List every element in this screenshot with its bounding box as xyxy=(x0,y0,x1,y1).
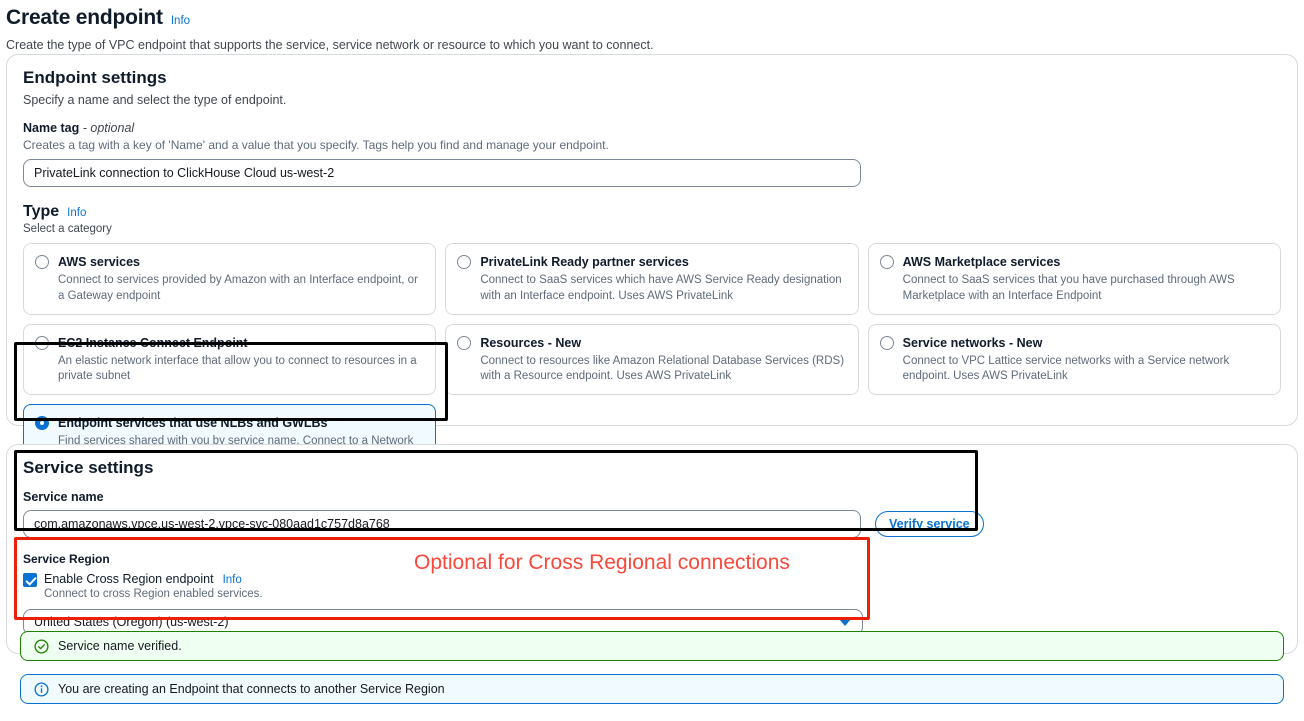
enable-cross-region-info-link[interactable]: Info xyxy=(223,574,242,586)
radio-icon[interactable] xyxy=(35,255,49,269)
enable-cross-region-checkbox-row[interactable]: Enable Cross Region endpoint Info Connec… xyxy=(23,572,863,600)
type-info-link[interactable]: Info xyxy=(67,207,86,219)
alert-text: Service name verified. xyxy=(58,639,182,653)
alert-service-name-verified: Service name verified. xyxy=(20,631,1284,661)
type-heading-row: Type Info xyxy=(23,203,1281,221)
service-settings-title: Service settings xyxy=(23,458,1281,478)
type-label: Type xyxy=(23,203,59,221)
enable-cross-region-hint: Connect to cross Region enabled services… xyxy=(44,588,263,600)
type-option-description: Connect to SaaS services that you have p… xyxy=(903,273,1269,303)
type-option-title: Resources - New xyxy=(480,336,581,350)
type-option-title: Endpoint services that use NLBs and GWLB… xyxy=(58,416,328,430)
page-header: Create endpoint Info Create the type of … xyxy=(0,0,1304,53)
radio-icon[interactable] xyxy=(880,255,894,269)
type-option-service-networks[interactable]: Service networks - New Connect to VPC La… xyxy=(868,324,1281,395)
endpoint-settings-panel: Endpoint settings Specify a name and sel… xyxy=(6,54,1298,426)
type-option-title: AWS services xyxy=(58,255,140,269)
page-info-link[interactable]: Info xyxy=(171,15,190,27)
type-option-description: Connect to VPC Lattice service networks … xyxy=(903,354,1269,384)
service-settings-panel: Service settings Service name Verify ser… xyxy=(6,444,1298,654)
page-title: Create endpoint xyxy=(6,6,163,30)
name-tag-hint: Creates a tag with a key of 'Name' and a… xyxy=(23,138,1281,152)
verify-service-button[interactable]: Verify service xyxy=(875,511,984,537)
type-option-description: Connect to SaaS services which have AWS … xyxy=(480,273,846,303)
check-circle-icon xyxy=(34,639,49,654)
type-option-title: PrivateLink Ready partner services xyxy=(480,255,688,269)
service-region-label: Service Region xyxy=(23,552,863,566)
endpoint-settings-description: Specify a name and select the type of en… xyxy=(23,93,1281,107)
alert-cross-region-info: You are creating an Endpoint that connec… xyxy=(20,674,1284,704)
service-name-input[interactable] xyxy=(23,510,861,538)
name-tag-label-text: Name tag xyxy=(23,121,79,135)
type-option-ec2-instance-connect-endpoint[interactable]: EC2 Instance Connect Endpoint An elastic… xyxy=(23,324,436,395)
name-tag-input[interactable] xyxy=(23,159,861,187)
page-subtitle: Create the type of VPC endpoint that sup… xyxy=(6,37,1304,53)
name-tag-optional-suffix: - optional xyxy=(83,121,134,135)
type-option-resources[interactable]: Resources - New Connect to resources lik… xyxy=(445,324,858,395)
endpoint-settings-title: Endpoint settings xyxy=(23,68,1281,88)
type-option-description: Connect to resources like Amazon Relatio… xyxy=(480,354,846,384)
radio-icon[interactable] xyxy=(880,336,894,350)
type-option-description: An elastic network interface that allow … xyxy=(58,354,424,384)
radio-icon[interactable] xyxy=(457,255,471,269)
name-tag-label: Name tag - optional xyxy=(23,121,1281,135)
type-option-aws-services[interactable]: AWS services Connect to services provide… xyxy=(23,243,436,314)
alert-text: You are creating an Endpoint that connec… xyxy=(58,682,445,696)
type-option-aws-marketplace-services[interactable]: AWS Marketplace services Connect to SaaS… xyxy=(868,243,1281,314)
enable-cross-region-label: Enable Cross Region endpoint xyxy=(44,572,214,586)
type-hint: Select a category xyxy=(23,223,1281,235)
info-circle-icon xyxy=(34,682,49,697)
radio-icon[interactable] xyxy=(457,336,471,350)
type-option-privatelink-ready-partner-services[interactable]: PrivateLink Ready partner services Conne… xyxy=(445,243,858,314)
service-region-selected-value: United States (Oregon) (us-west-2) xyxy=(34,615,229,629)
radio-icon[interactable] xyxy=(35,336,49,350)
radio-icon-selected[interactable] xyxy=(35,416,49,430)
type-option-description: Connect to services provided by Amazon w… xyxy=(58,273,424,303)
chevron-down-icon[interactable] xyxy=(839,619,851,626)
service-name-label: Service name xyxy=(23,490,1281,504)
page-title-row: Create endpoint Info xyxy=(6,6,1304,30)
type-option-title: EC2 Instance Connect Endpoint xyxy=(58,336,248,350)
type-option-title: Service networks - New xyxy=(903,336,1043,350)
type-option-title: AWS Marketplace services xyxy=(903,255,1061,269)
checkbox-icon-checked[interactable] xyxy=(23,573,37,587)
